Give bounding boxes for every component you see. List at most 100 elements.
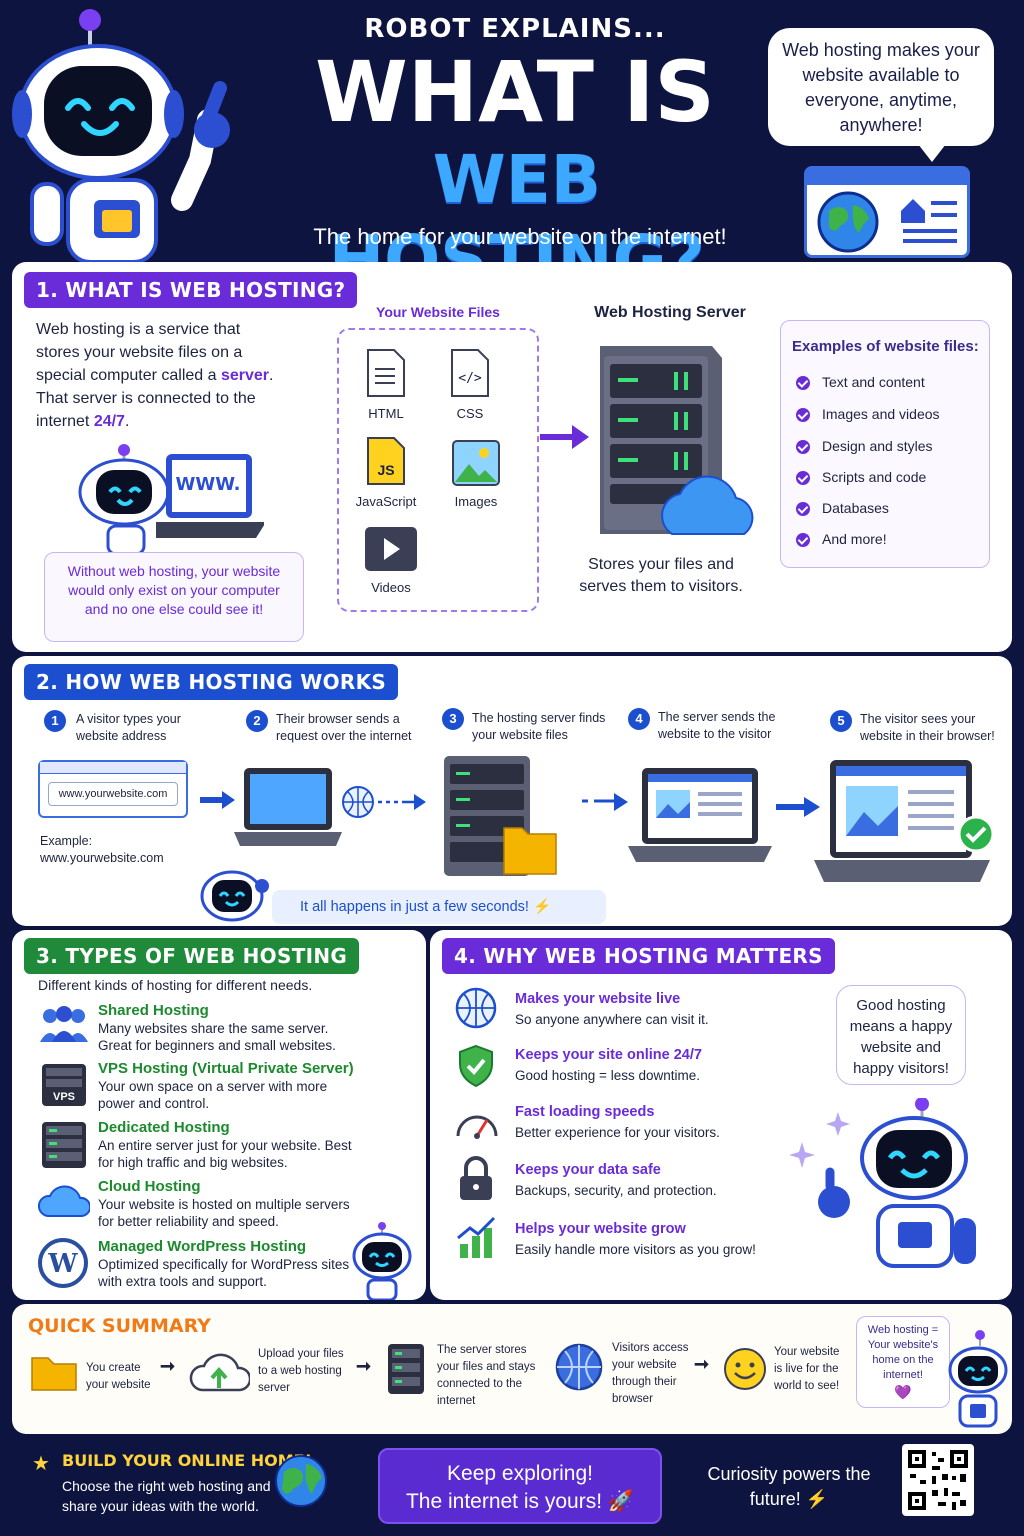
section-summary <box>12 1304 1012 1434</box>
summary-step: The server stores your files and stays c… <box>437 1344 536 1407</box>
curiosity-text: Curiosity powers the future! ⚡ <box>707 1464 871 1509</box>
wordpress-icon: W <box>38 1238 88 1288</box>
keep-exploring-button[interactable]: Keep exploring! The internet is yours! 🚀 <box>378 1448 662 1524</box>
why-title: Keeps your site online 24/7 <box>515 1047 702 1063</box>
arrow-right-icon: ➞ <box>356 1356 372 1376</box>
step-number: 5 <box>830 710 852 732</box>
header: ROBOT EXPLAINS... WHAT IS WEB HOSTING? T… <box>0 0 1024 298</box>
step-text: Their browser sends a request over the i… <box>276 712 412 743</box>
type-desc: Your own space on a server with more pow… <box>98 1079 328 1111</box>
why-desc: Better experience for your visitors. <box>515 1125 720 1140</box>
keep-line1: Keep exploring! <box>447 1462 593 1485</box>
section1-description: Web hosting is a service that stores you… <box>36 321 274 430</box>
why-desc: Backups, security, and protection. <box>515 1183 717 1198</box>
padlock-icon <box>460 1156 492 1200</box>
robot-mascot-icon <box>12 9 230 262</box>
header-kicker: ROBOT EXPLAINS... <box>364 14 666 44</box>
check-icon <box>796 440 810 454</box>
robot-mini-icon <box>948 1330 1008 1428</box>
example-label: Example: <box>40 834 93 848</box>
server-cloud-icon <box>600 346 754 535</box>
laptop-icon <box>234 768 342 846</box>
why-title: Keeps your data safe <box>515 1162 661 1178</box>
speech-bubble: Good hosting means a happy website and h… <box>836 985 966 1085</box>
summary-step: You create your website <box>86 1362 151 1391</box>
robot-mini-icon <box>352 1222 412 1300</box>
file-label-css: CSS <box>456 406 484 421</box>
laptop-success-icon <box>814 760 995 882</box>
example-item: Databases <box>822 500 889 516</box>
arrow-right-icon <box>200 791 235 809</box>
star-icon: ★ <box>32 1453 50 1475</box>
check-icon <box>796 533 810 547</box>
why-desc: Easily handle more visitors as you grow! <box>515 1242 756 1257</box>
section2-label: 2. HOW WEB HOSTING WORKS <box>24 664 399 700</box>
browser-window: www.yourwebsite.com <box>38 760 188 818</box>
server-folder-icon <box>444 756 557 876</box>
globe-icon <box>817 191 879 253</box>
example-url: www.yourwebsite.com <box>40 851 164 865</box>
type-title: VPS Hosting (Virtual Private Server) <box>98 1060 354 1077</box>
shield-check-icon <box>459 1044 493 1088</box>
example-item: Text and content <box>822 374 925 390</box>
laptop-www-text: WWW. <box>175 474 241 495</box>
keep-line2: The internet is yours! 🚀 <box>405 1490 635 1513</box>
arrow-right-icon: ➞ <box>160 1356 176 1376</box>
check-icon <box>796 502 810 516</box>
files-title: Your Website Files <box>376 304 500 320</box>
arrow-right-icon <box>540 425 589 449</box>
type-title: Managed WordPress Hosting <box>98 1238 307 1255</box>
step-number: 2 <box>246 710 268 732</box>
arrow-right-icon <box>582 793 628 811</box>
why-title: Makes your website live <box>515 991 681 1007</box>
build-desc: Choose the right web hosting and share y… <box>62 1478 271 1514</box>
server-title: Web Hosting Server <box>594 304 746 321</box>
type-desc: Many websites share the same server. Gre… <box>98 1021 336 1053</box>
html-file-icon <box>367 349 405 397</box>
section-types <box>12 930 426 1300</box>
example-item: Scripts and code <box>822 469 927 485</box>
globe-icon <box>455 987 497 1029</box>
dedicated-server-icon <box>42 1122 86 1168</box>
file-label-images: Images <box>454 494 498 509</box>
section3-intro: Different kinds of hosting for different… <box>38 977 313 993</box>
laptop-website-icon <box>628 768 772 862</box>
page-subtitle: The home for your website on the interne… <box>313 224 727 249</box>
users-group-icon <box>40 1006 88 1042</box>
type-desc: Optimized specifically for WordPress sit… <box>98 1257 350 1289</box>
why-title: Fast loading speeds <box>515 1104 655 1120</box>
summary-title: QUICK SUMMARY <box>28 1315 211 1337</box>
vps-server-icon <box>42 1064 86 1106</box>
robot-mini-icon <box>200 870 269 922</box>
summary-step: Upload your files to a web hosting serve… <box>258 1348 344 1394</box>
vps-badge: VPS <box>52 1091 75 1103</box>
files-box <box>337 328 539 612</box>
browser-window-icon <box>804 166 970 258</box>
build-title: BUILD YOUR ONLINE HOME! <box>62 1451 312 1470</box>
robot-thumbs-up-icon <box>789 1098 976 1268</box>
js-badge: JS <box>377 462 395 478</box>
server-icon <box>388 1344 424 1394</box>
summary-step: Visitors access your website through the… <box>612 1342 689 1405</box>
step-text: The server sends the website to the visi… <box>658 710 776 741</box>
why-desc: So anyone anywhere can visit it. <box>515 1012 709 1027</box>
summary-bubble-text: Web hosting = Your website's home on the… <box>867 1324 939 1381</box>
step-number: 1 <box>44 710 66 732</box>
type-title: Dedicated Hosting <box>98 1119 230 1136</box>
why-desc: Good hosting = less downtime. <box>515 1068 700 1083</box>
growth-chart-icon <box>457 1216 496 1258</box>
step-number: 4 <box>628 708 650 730</box>
summary-bubble: Web hosting = Your website's home on the… <box>856 1316 950 1408</box>
speedometer-icon <box>456 1115 498 1139</box>
section3-label: 3. TYPES OF WEB HOSTING <box>24 938 360 974</box>
example-item: Images and videos <box>822 406 940 422</box>
step-text: The hosting server finds your website fi… <box>472 711 606 742</box>
step-text: The visitor sees your website in their b… <box>860 712 995 743</box>
image-file-icon <box>452 440 500 486</box>
svg-text:W: W <box>47 1249 78 1279</box>
globe-request-icon <box>342 786 426 818</box>
qr-code-icon[interactable] <box>902 1444 974 1516</box>
check-icon <box>796 408 810 422</box>
url-bar: www.yourwebsite.com <box>48 782 178 806</box>
type-desc: An entire server just for your website. … <box>98 1138 352 1170</box>
